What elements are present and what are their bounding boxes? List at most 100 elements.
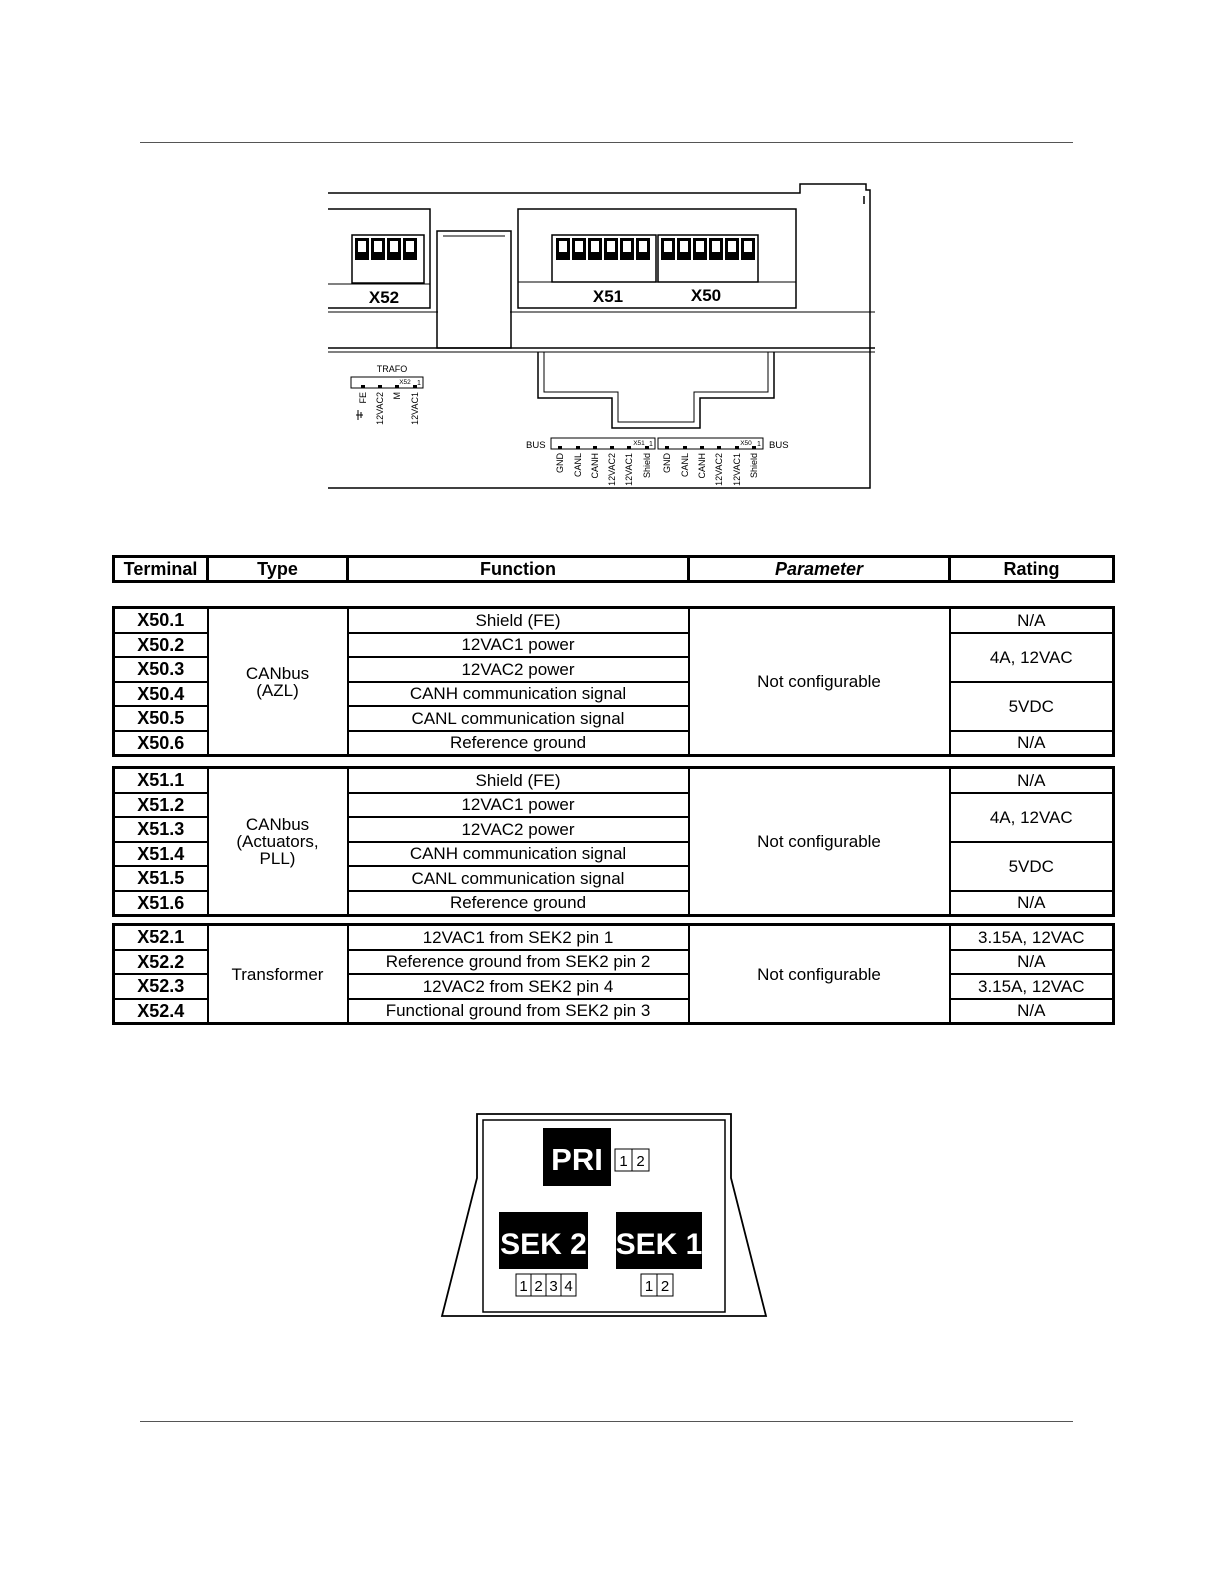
header-type: Type: [206, 555, 349, 583]
terminal-cell: X51.3: [112, 816, 209, 843]
header-rule: [140, 142, 1073, 143]
function-cell: 12VAC2 from SEK2 pin 4: [346, 973, 690, 1000]
x51-label: X51: [593, 287, 623, 306]
function-cell: Reference ground: [346, 889, 690, 917]
sek2-block: SEK 2: [499, 1212, 588, 1269]
sek2-pin: 1: [519, 1278, 527, 1295]
terminal-cell: X51.4: [112, 840, 209, 867]
header-function: Function: [346, 555, 690, 583]
connector-diagram: X52 X51 X50 TRAFO X52 1 FE 12VAC2 M 12VA…: [328, 183, 875, 489]
rating-cell: 4A, 12VAC: [948, 631, 1115, 683]
function-cell: 12VAC1 from SEK2 pin 1: [346, 923, 690, 951]
table-row: X50.3 12VAC2 power: [112, 656, 1114, 683]
header-rating: Rating: [948, 555, 1115, 583]
table-row: X52.1 Transformer 12VAC1 from SEK2 pin 1…: [112, 923, 1115, 1025]
trafo-pin-12vac2: 12VAC2: [375, 392, 385, 425]
terminal-cell: X52.2: [112, 948, 209, 975]
pri-pin: 2: [636, 1153, 644, 1170]
function-cell: 12VAC1 power: [346, 791, 690, 818]
function-cell: CANH communication signal: [346, 840, 690, 867]
pri-label: PRI: [551, 1142, 603, 1177]
trafo-pin-m: M: [392, 392, 402, 400]
terminal-table-header: Terminal Type Function Parameter Rating: [112, 555, 1115, 583]
rating-cell: N/A: [948, 997, 1115, 1025]
trafo-label: TRAFO: [377, 364, 408, 374]
trafo-x52-tag: X52: [399, 379, 411, 386]
parameter-cell: Not configurable: [687, 923, 951, 1025]
terminal-group-x51: X51.1 CANbus(Actuators,PLL) Shield (FE) …: [112, 766, 1115, 917]
table-row: X51.4 CANH communication signal 5VDC: [112, 840, 1115, 892]
x51-pin-12vac2: 12VAC2: [607, 453, 617, 486]
x50-pin-canh: CANH: [697, 453, 707, 479]
terminal-cell: X52.1: [112, 923, 209, 951]
rating-cell: N/A: [948, 729, 1115, 757]
rating-cell: N/A: [948, 889, 1115, 917]
trafo-pin-12vac1: 12VAC1: [410, 392, 420, 425]
header-terminal: Terminal: [112, 555, 209, 583]
rating-cell: N/A: [948, 606, 1115, 634]
table-row: X50.5 CANL communication signal: [112, 705, 1114, 732]
terminal-cell: X50.4: [112, 680, 209, 707]
terminal-cell: X50.3: [112, 656, 209, 683]
terminal-cell: X50.1: [112, 606, 209, 634]
function-cell: CANH communication signal: [346, 680, 690, 707]
sek1-label: SEK 1: [616, 1228, 703, 1261]
rating-cell: 5VDC: [948, 680, 1115, 732]
parameter-cell: Not configurable: [687, 606, 951, 757]
table-row: X51.2 12VAC1 power 4A, 12VAC: [112, 791, 1115, 843]
table-row: X51.3 12VAC2 power: [112, 816, 1114, 843]
sek2-pin: 4: [564, 1278, 572, 1295]
sek2-pin: 3: [549, 1278, 557, 1295]
ground-icon: [356, 410, 363, 420]
bus-x51-tag: X51: [633, 440, 645, 447]
terminal-group-x52: X52.1 Transformer 12VAC1 from SEK2 pin 1…: [112, 923, 1115, 1025]
trafo-pin-one: 1: [417, 380, 421, 387]
function-cell: CANL communication signal: [346, 705, 690, 732]
x51-pin-12vac1: 12VAC1: [624, 453, 634, 486]
function-cell: Shield (FE): [346, 606, 690, 634]
rating-cell: N/A: [948, 948, 1115, 975]
table-row: X51.6 Reference ground N/A: [112, 889, 1115, 917]
bus-x51-pin-one: 1: [649, 441, 653, 448]
terminal-cell: X51.2: [112, 791, 209, 818]
bus-left-label: BUS: [526, 440, 546, 451]
table-row: X50.4 CANH communication signal 5VDC: [112, 680, 1115, 732]
function-cell: 12VAC2 power: [346, 656, 690, 683]
x51-pin-canh: CANH: [590, 453, 600, 479]
terminal-cell: X51.5: [112, 865, 209, 892]
bus-x50-tag: X50: [740, 440, 752, 447]
table-row: X52.4 Functional ground from SEK2 pin 3 …: [112, 997, 1115, 1025]
header-parameter: Parameter: [687, 555, 951, 583]
x52-label: X52: [369, 288, 399, 307]
function-cell: 12VAC2 power: [346, 816, 690, 843]
sek1-block: SEK 1: [616, 1212, 703, 1269]
footer-rule: [140, 1421, 1073, 1422]
table-row: X50.6 Reference ground N/A: [112, 729, 1115, 757]
x50-pin-canl: CANL: [680, 453, 690, 477]
type-line: PLL): [259, 849, 296, 868]
table-row: X50.1 CANbus(AZL) Shield (FE) Not config…: [112, 606, 1115, 757]
type-line: (Actuators,: [236, 832, 319, 851]
sek1-pin: 1: [645, 1278, 653, 1295]
parameter-cell: Not configurable: [687, 766, 951, 917]
x50-pin-gnd: GND: [662, 453, 672, 474]
x51-pin-gnd: GND: [555, 453, 565, 474]
function-cell: Reference ground from SEK2 pin 2: [346, 948, 690, 975]
table-row: X50.2 12VAC1 power 4A, 12VAC: [112, 631, 1115, 683]
bus-x50-pin-one: 1: [757, 441, 761, 448]
sek1-pin: 2: [661, 1278, 669, 1295]
table-row: X51.5 CANL communication signal: [112, 865, 1114, 892]
transformer-diagram: PRI 1 2 SEK 2 SEK 1 1 2 3 4 1 2: [440, 1113, 768, 1317]
rating-cell: 4A, 12VAC: [948, 791, 1115, 843]
type-cell: Transformer: [206, 923, 349, 1025]
x50-label: X50: [691, 286, 721, 305]
terminal-cell: X50.2: [112, 631, 209, 658]
type-cell: CANbus(AZL): [206, 606, 349, 757]
x51-pin-shield: Shield: [642, 453, 652, 478]
function-cell: CANL communication signal: [346, 865, 690, 892]
type-line: (AZL): [256, 680, 299, 700]
rating-cell: 5VDC: [948, 840, 1115, 892]
type-line: CANbus: [245, 815, 310, 834]
terminal-cell: X52.3: [112, 973, 209, 1000]
rating-cell: 3.15A, 12VAC: [948, 973, 1115, 1000]
